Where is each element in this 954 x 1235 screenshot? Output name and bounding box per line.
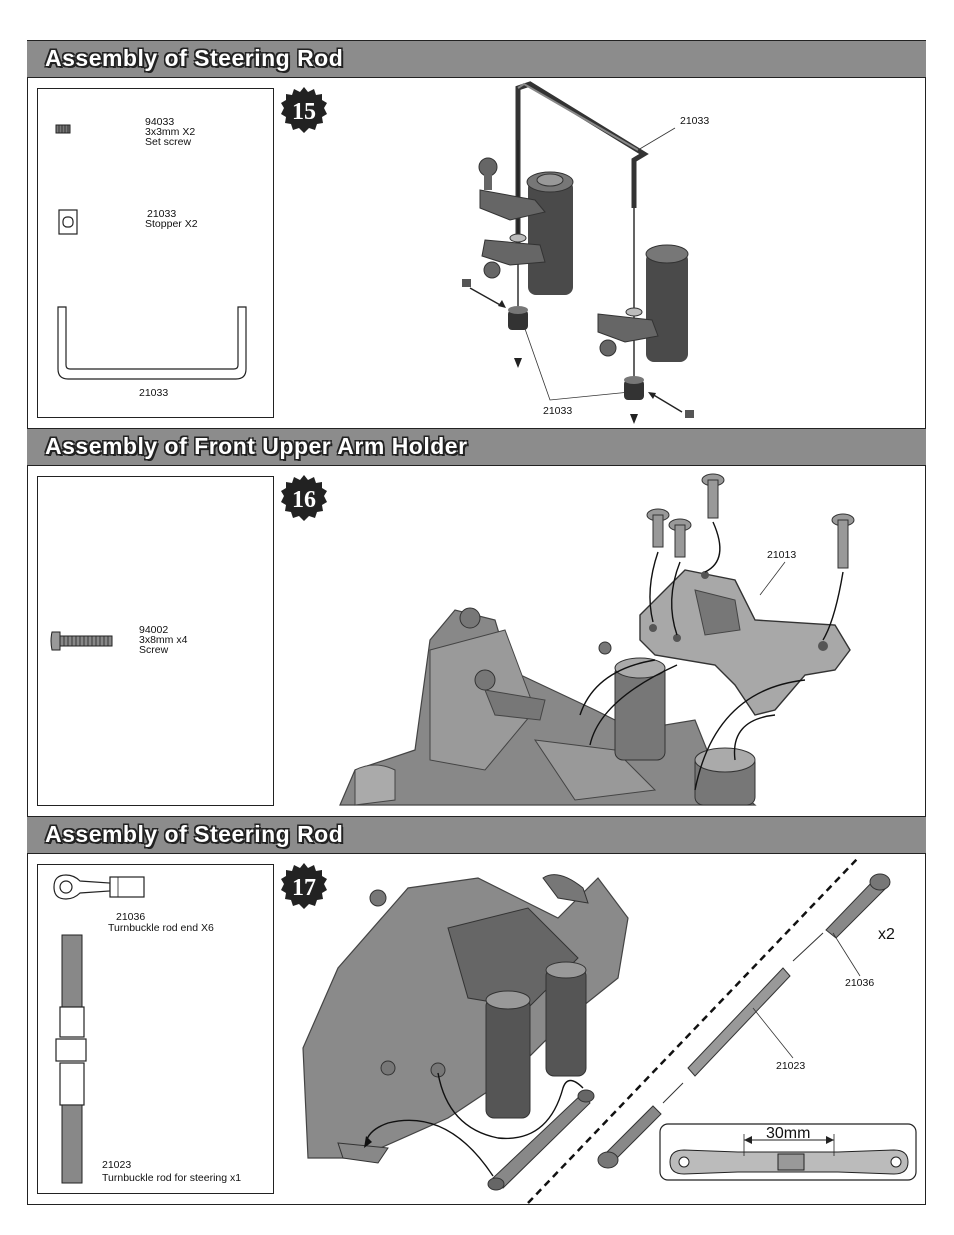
step-badge: 16: [281, 475, 327, 521]
length-label: 30mm: [766, 1125, 811, 1142]
steering-rod-icon: [57, 306, 247, 380]
part-name: Turnbuckle rod for steering x1: [102, 1172, 242, 1184]
step-badge: 15: [281, 87, 327, 133]
section-header: Assembly of Steering Rod: [27, 816, 926, 854]
parts-list: 94002 3x8mm x4 Screw: [37, 476, 274, 806]
section-header: Assembly of Front Upper Arm Holder: [27, 428, 926, 466]
stopper-icon: [58, 209, 78, 235]
steering-assembly-illustration: [462, 81, 694, 424]
quantity-label: x2: [878, 926, 895, 943]
part-code: 21033: [139, 387, 169, 399]
step-number: 17: [292, 875, 316, 901]
set-screw-icon: [55, 124, 71, 134]
step-number: 15: [292, 99, 316, 125]
part-name: Screw: [139, 644, 169, 656]
part-code: 94002: [139, 624, 169, 636]
part-code: 21033: [147, 208, 177, 220]
part-name: Stopper X2: [145, 218, 198, 230]
steering-linkage-illustration: [302, 857, 917, 1204]
section-title: Assembly of Steering Rod: [45, 45, 344, 71]
callout-label: 21023: [776, 1060, 806, 1072]
section-header: Assembly of Steering Rod: [27, 40, 926, 78]
rod-end-icon: [53, 874, 145, 900]
part-spec: 3x8mm x4: [139, 634, 188, 646]
upper-arm-holder-illustration: [339, 473, 855, 806]
callout-label: 21036: [845, 977, 875, 989]
callout-label: 21033: [543, 405, 573, 417]
section-title: Assembly of Steering Rod: [45, 821, 344, 847]
turnbuckle-rod-icon: [55, 934, 87, 1184]
callout-label: 21033: [680, 115, 710, 127]
section-title: Assembly of Front Upper Arm Holder: [45, 433, 468, 459]
part-code: 21036: [116, 911, 146, 923]
part-name: Set screw: [145, 136, 192, 148]
step-number: 16: [292, 487, 316, 513]
part-code: 94033: [145, 116, 175, 128]
button-head-screw-icon: [50, 631, 113, 651]
part-name: Turnbuckle rod end X6: [108, 922, 214, 934]
part-spec: 3x3mm X2: [145, 126, 196, 138]
parts-list: 21036 Turnbuckle rod end X6 21023 Turnbu…: [37, 864, 274, 1194]
part-code: 21023: [102, 1159, 132, 1171]
parts-list: 94033 3x3mm X2 Set screw 21033 Stopper X…: [37, 88, 274, 418]
step-badge: 17: [281, 863, 327, 909]
callout-label: 21013: [767, 549, 797, 561]
